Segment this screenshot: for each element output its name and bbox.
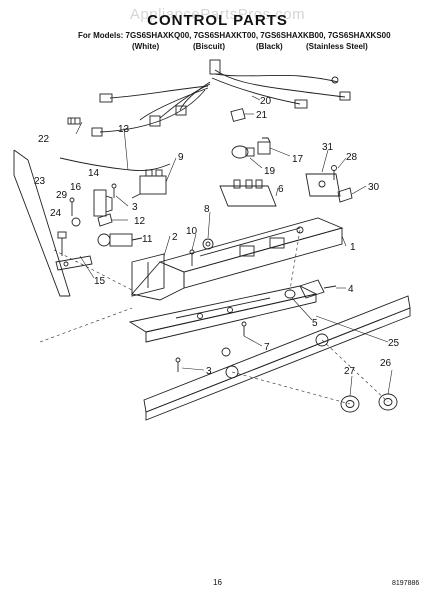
callout-3b: 3	[206, 366, 212, 377]
wiring-harness-part	[91, 59, 351, 137]
callout-3a: 3	[132, 202, 138, 213]
clip-part	[337, 187, 353, 203]
callout-27: 27	[344, 366, 356, 377]
callout-31: 31	[322, 142, 334, 153]
callout-6: 6	[278, 184, 284, 195]
callout-25: 25	[388, 338, 400, 349]
callout-9: 9	[178, 152, 184, 163]
callout-11: 11	[142, 234, 153, 245]
page-title: CONTROL PARTS	[147, 12, 288, 29]
bracket-part	[93, 189, 113, 217]
screw-part	[331, 165, 337, 180]
models-line: For Models: 7GS6SHAXKQ00, 7GS6SHAXKT00, …	[78, 31, 391, 40]
lower-tray-part	[128, 285, 318, 343]
mounting-bracket-part	[131, 253, 165, 297]
nut-part-24	[57, 231, 67, 256]
screw-part-7	[241, 321, 247, 336]
callout-17: 17	[292, 154, 304, 165]
control-housing-part	[131, 217, 344, 301]
callout-30: 30	[368, 182, 380, 193]
callout-2: 2	[172, 232, 178, 243]
side-panel-part	[13, 149, 71, 297]
grommet-part	[202, 238, 214, 250]
callout-15: 15	[94, 276, 106, 287]
callout-28: 28	[346, 152, 358, 163]
callout-26: 26	[380, 358, 392, 369]
alignment-lines	[39, 229, 389, 405]
tube-part	[59, 157, 171, 171]
screw-part-29	[69, 197, 75, 216]
screw-part-3a	[111, 183, 117, 198]
variant-stainless: (Stainless Steel)	[306, 42, 368, 51]
callout-12: 12	[134, 216, 146, 227]
callout-19: 19	[264, 166, 276, 177]
callout-22: 22	[38, 134, 50, 145]
screw-part-3b	[175, 347, 231, 372]
shaft-part	[299, 279, 337, 299]
switch-part	[131, 169, 167, 199]
watermark: AppliancePartsPros.com	[129, 6, 306, 23]
leader-lines	[75, 95, 393, 397]
callout-1: 1	[350, 242, 356, 253]
face-panel-part	[143, 295, 411, 421]
callout-10: 10	[186, 226, 198, 237]
callout-16: 16	[70, 182, 82, 193]
callout-4: 4	[348, 284, 354, 295]
callout-labels: 1 2 3 3 4 5 6 7 8 9 10 11 12 13 14 15 16…	[34, 96, 400, 377]
connector-part	[67, 117, 81, 125]
callout-23: 23	[34, 176, 46, 187]
sleeve-part	[230, 108, 246, 122]
document-code: 8197886	[392, 580, 420, 587]
module-part	[305, 173, 341, 197]
bushing-part	[284, 289, 296, 299]
callout-20: 20	[260, 96, 272, 107]
callout-14: 14	[88, 168, 100, 179]
clip-part-12	[97, 213, 113, 227]
strap-part	[55, 255, 93, 271]
control-board-part	[219, 179, 277, 207]
lamp-part	[231, 145, 255, 159]
variant-white: (White)	[132, 42, 160, 51]
callout-5: 5	[312, 318, 318, 329]
page-number: 16	[213, 578, 222, 587]
washer-part-16	[71, 217, 81, 227]
variant-black: (Black)	[256, 42, 283, 51]
callout-24: 24	[50, 208, 62, 219]
callout-8: 8	[204, 204, 210, 215]
callout-29: 29	[56, 190, 68, 201]
lamp-socket-part	[257, 137, 271, 155]
callout-7: 7	[264, 342, 270, 353]
callout-21: 21	[256, 110, 268, 121]
variant-biscuit: (Biscuit)	[193, 42, 225, 51]
callout-13: 13	[118, 124, 130, 135]
thermostat-part	[97, 233, 143, 247]
